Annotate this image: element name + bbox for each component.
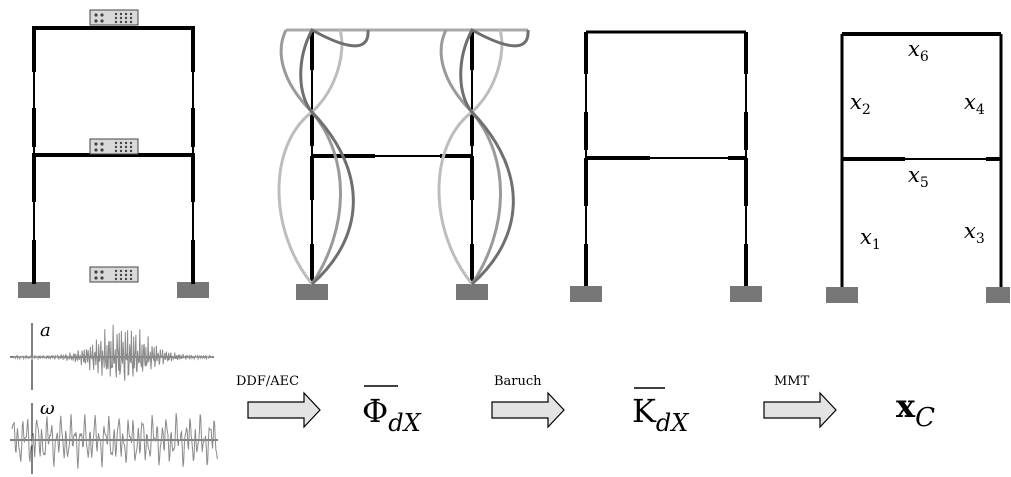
step-label-mmt: MMT (774, 374, 810, 389)
sensor-roof (89, 9, 139, 26)
frequency-trace (11, 413, 219, 469)
pipeline-step-1: DDF/AEC (236, 374, 321, 429)
label-x5: x5 (908, 163, 929, 191)
frequency-plot: ω (10, 398, 219, 474)
freq-label: ω (40, 398, 55, 419)
sensor-ground (89, 266, 139, 283)
x-main: x (896, 387, 916, 425)
support-left (296, 284, 328, 300)
k-main: K (632, 392, 657, 430)
accel-label: a (40, 320, 51, 341)
acceleration-plot: a (10, 320, 214, 390)
instrumented-frame (18, 9, 209, 298)
step-arrow-2 (491, 391, 565, 429)
step-label-baruch: Baruch (494, 374, 542, 389)
pipeline-step-2: Baruch (491, 374, 565, 429)
stiffness-frame (570, 30, 762, 302)
support-right (986, 287, 1010, 303)
x-sub: C (915, 403, 935, 433)
support-left (570, 286, 602, 302)
label-x2: x2 (850, 90, 871, 118)
acceleration-trace (11, 324, 213, 381)
support-right (730, 286, 762, 302)
mode-shapes-frame (277, 27, 530, 300)
phi-symbol: ΦdX (362, 385, 422, 437)
svg-text:ΦdX: ΦdX (362, 392, 422, 437)
mode-2-curves (279, 29, 502, 285)
pipeline-step-3: MMT (763, 374, 837, 429)
step-arrow-3 (763, 391, 837, 429)
support-left (826, 287, 858, 303)
k-sub: dX (656, 409, 689, 437)
frame-members (32, 26, 195, 284)
svg-text:xC: xC (896, 387, 935, 433)
phi-main: Φ (362, 392, 388, 430)
support-left (18, 282, 50, 298)
sensor-floor (89, 138, 139, 155)
svg-text:KdX: KdX (632, 392, 689, 437)
xc-symbol: xC (896, 387, 935, 433)
support-right (177, 282, 209, 298)
step-label-ddf-aec: DDF/AEC (236, 374, 299, 389)
mode-3-curves (299, 27, 530, 286)
step-arrow-1 (247, 391, 321, 429)
label-x3: x3 (964, 219, 985, 247)
k-symbol: KdX (632, 387, 689, 437)
phi-sub: dX (388, 409, 421, 437)
label-x4: x4 (964, 90, 985, 118)
support-right (456, 284, 488, 300)
label-x1: x1 (860, 225, 881, 253)
label-x6: x6 (908, 37, 929, 65)
labeled-frame: x6 x2 x4 x5 x1 x3 (826, 32, 1010, 303)
mode-1-curves (277, 29, 504, 285)
